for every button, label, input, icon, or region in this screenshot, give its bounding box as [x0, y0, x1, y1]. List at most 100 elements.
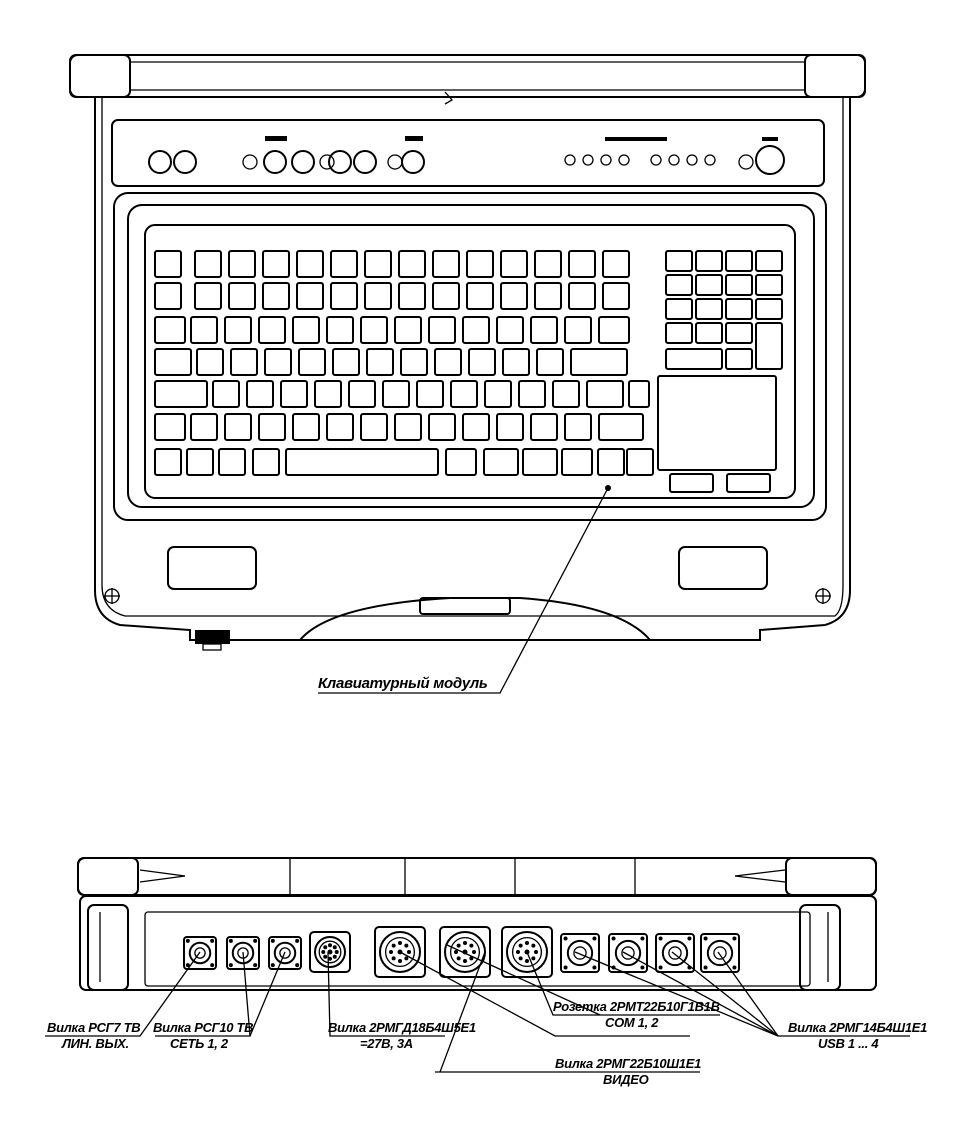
connector-com-1-contact	[389, 950, 393, 954]
keyboard-key	[252, 448, 280, 476]
connector-rsg7-screw	[210, 963, 215, 968]
keyboard-key	[570, 348, 628, 376]
connector-com-2-contact	[525, 959, 529, 963]
connector-usb-3-screw	[658, 965, 663, 970]
connector-rsg10-1	[226, 936, 260, 970]
connector-usb-1-pin	[573, 946, 587, 960]
keyboard-key	[530, 413, 558, 441]
callout-video-line1: Вилка 2РМГ22Б10Ш1Е1	[555, 1056, 701, 1071]
callout-video-line2: ВИДЕО	[603, 1072, 649, 1087]
connector-rsg7-screw	[210, 938, 215, 943]
callout-rsg7-line2: ЛИН. ВЫХ.	[61, 1036, 129, 1051]
keyboard-key	[598, 413, 644, 441]
keyboard-key	[502, 348, 530, 376]
touchpad	[657, 375, 777, 471]
keyboard-key	[432, 282, 460, 310]
keyboard-key	[190, 316, 218, 344]
keyboard-key	[466, 250, 494, 278]
keyboard-key	[564, 316, 592, 344]
keyboard-key	[258, 316, 286, 344]
connector-power	[309, 931, 351, 973]
keyboard-key	[626, 448, 654, 476]
connector-com-1	[374, 926, 426, 978]
keyboard-key	[755, 274, 783, 296]
keyboard-key	[382, 380, 410, 408]
callout-com-line1: Розетка 2РМТ22Б10Г1В1В	[553, 999, 720, 1014]
keyboard-key	[597, 448, 625, 476]
keyboard-key	[725, 348, 753, 370]
keyboard-key	[366, 348, 394, 376]
connector-video-contact	[463, 941, 467, 945]
keyboard-key	[552, 380, 580, 408]
keyboard-key	[228, 282, 256, 310]
callout-rsg7-line1: Вилка РСГ7 ТВ	[47, 1020, 140, 1035]
keyboard-key	[725, 322, 753, 344]
connector-power-contact	[323, 954, 328, 959]
keyboard-key	[530, 316, 558, 344]
connector-usb-1-screw	[563, 936, 568, 941]
callout-usb-line1: Вилка 2РМГ14Б4Ш1Е1	[788, 1020, 927, 1035]
keyboard-key	[445, 448, 477, 476]
rear-view: Вилка РСГ7 ТВ ЛИН. ВЫХ. Вилка РСГ10 ТВ С…	[45, 857, 927, 1087]
connector-usb-3-pin	[668, 946, 682, 960]
connector-com-1-contact	[407, 950, 411, 954]
connector-power-ring	[314, 936, 346, 968]
keyboard-key	[154, 316, 186, 344]
keyboard-key	[534, 250, 562, 278]
keyboard-key	[360, 413, 388, 441]
hinge-left	[69, 54, 131, 98]
keyboard-key	[561, 448, 593, 476]
keyboard-key	[262, 282, 290, 310]
keyboard-key	[725, 298, 753, 320]
control-panel	[111, 119, 825, 187]
connector-panel	[144, 911, 811, 987]
keyboard-key	[394, 413, 422, 441]
connector-usb-2-pin	[621, 946, 635, 960]
keyboard-key	[755, 298, 783, 320]
connector-com-2-contact	[531, 943, 536, 948]
rear-lid-band	[77, 857, 877, 896]
keyboard-key	[695, 250, 723, 272]
keyboard-key	[665, 274, 693, 296]
touchpad-left-button	[669, 473, 714, 493]
keyboard-keys	[154, 250, 783, 476]
callout-rsg10-line1: Вилка РСГ10 ТВ	[153, 1020, 253, 1035]
keyboard-key	[466, 282, 494, 310]
rear-body	[79, 895, 877, 991]
connector-video	[439, 926, 491, 978]
keyboard-key	[434, 348, 462, 376]
keyboard-key	[218, 448, 246, 476]
keyboard-key	[484, 380, 512, 408]
keyboard-key	[348, 380, 376, 408]
keyboard-key	[518, 380, 546, 408]
keyboard-key	[725, 274, 753, 296]
keyboard-key	[154, 348, 192, 376]
keyboard-key	[586, 380, 624, 408]
keyboard-frame-mid	[127, 204, 815, 508]
connector-usb-1	[560, 933, 600, 973]
keyboard-key	[285, 448, 439, 476]
connector-usb-3-screw	[658, 936, 663, 941]
connector-power-contact	[328, 956, 332, 961]
front-handle	[299, 597, 651, 641]
keyboard-key	[568, 282, 596, 310]
connector-power-contact	[332, 945, 337, 950]
keyboard-key	[695, 322, 723, 344]
connector-video-contact	[469, 956, 474, 961]
connector-power-contact	[332, 954, 337, 959]
connector-rsg10-2	[268, 936, 302, 970]
connector-video-contact	[456, 956, 461, 961]
keyboard-key	[564, 413, 592, 441]
connector-usb-4-pin	[713, 946, 727, 960]
callout-rsg10-line2: СЕТЬ 1, 2	[170, 1036, 229, 1051]
keyboard-key	[212, 380, 240, 408]
keyboard-key	[432, 250, 460, 278]
connector-com-2-contact	[525, 941, 529, 945]
keyboard-key	[462, 413, 490, 441]
keyboard-key	[154, 380, 208, 408]
hinge-right	[804, 54, 866, 98]
connector-usb-3-socket	[661, 939, 689, 967]
keyboard-key	[154, 448, 182, 476]
keyboard-key	[280, 380, 308, 408]
